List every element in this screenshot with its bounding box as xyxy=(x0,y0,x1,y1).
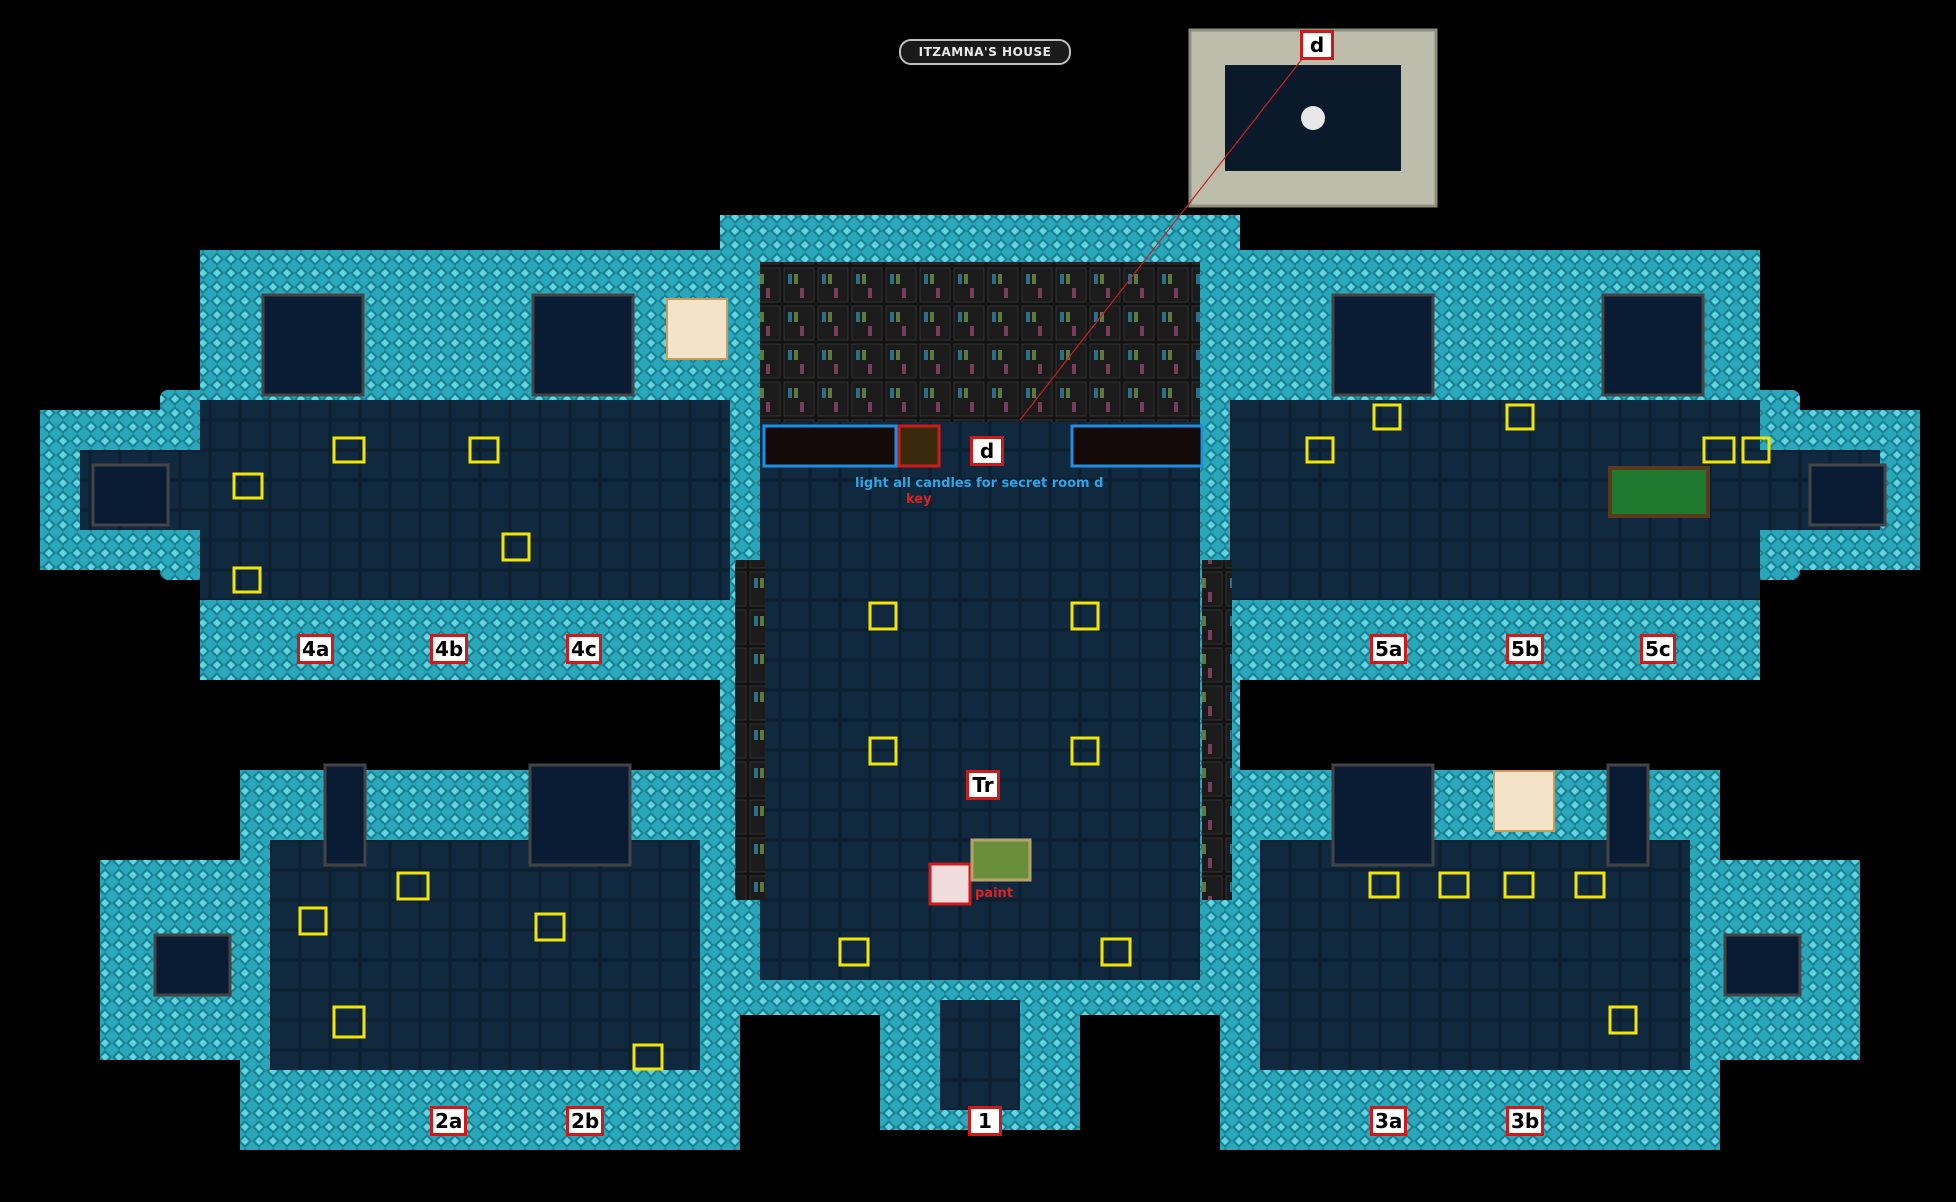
map-title: ITZAMNA'S HOUSE xyxy=(899,39,1071,65)
label-4a: 4a xyxy=(297,634,335,664)
label-3b: 3b xyxy=(1506,1106,1545,1136)
label-1: 1 xyxy=(968,1106,1002,1136)
paint-target xyxy=(928,862,972,906)
key-tile xyxy=(897,424,941,468)
label-secret-top: d xyxy=(1300,30,1334,60)
note-paint: paint xyxy=(975,886,1014,901)
label-2a: 2a xyxy=(430,1106,468,1136)
pool-table xyxy=(1608,466,1710,518)
label-4c: 4c xyxy=(566,634,602,664)
candles-left xyxy=(762,424,898,468)
label-5c: 5c xyxy=(1640,634,1676,664)
floors xyxy=(80,400,1880,1110)
right-corridor-shelves xyxy=(1202,560,1232,900)
label-5b: 5b xyxy=(1506,634,1545,664)
label-2b: 2b xyxy=(566,1106,605,1136)
label-secret-door: d xyxy=(970,436,1004,466)
note-key: key xyxy=(906,492,932,507)
windows xyxy=(91,293,1887,997)
left-corridor-shelves xyxy=(735,560,765,900)
note-candles: light all candles for secret room d xyxy=(855,476,1104,491)
label-3a: 3a xyxy=(1370,1106,1408,1136)
secret-link-line xyxy=(1019,44,1314,421)
label-tr: Tr xyxy=(966,770,1000,800)
label-5a: 5a xyxy=(1370,634,1408,664)
library-bookshelves xyxy=(760,262,1200,422)
candles-right xyxy=(1070,424,1204,468)
painting xyxy=(970,838,1032,882)
search-spots xyxy=(232,403,1771,1071)
demon-portrait-icon xyxy=(1493,770,1555,832)
demon-portrait-icon xyxy=(666,298,728,360)
label-4b: 4b xyxy=(430,634,469,664)
